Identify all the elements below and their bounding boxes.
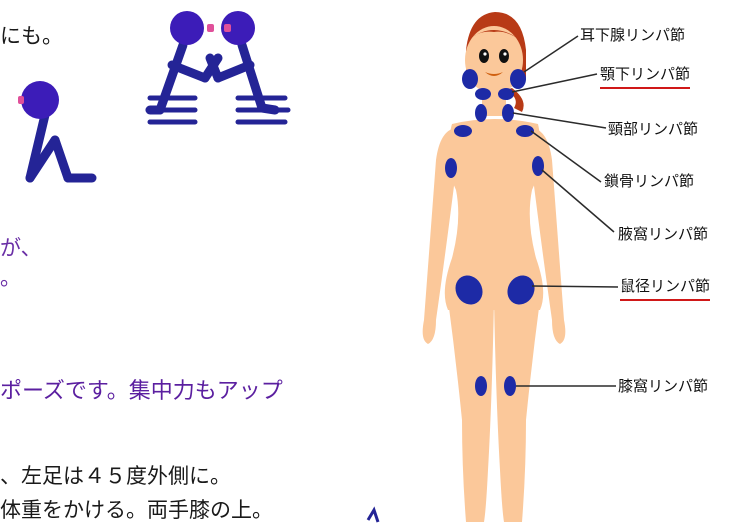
node-axillary-left: [445, 158, 457, 178]
node-popliteal-left: [475, 376, 487, 396]
label-inguinal-lymph-node: 鼠径リンパ節: [620, 275, 710, 301]
label-popliteal-lymph-node: 膝窩リンパ節: [618, 375, 708, 396]
label-parotid-lymph-node: 耳下腺リンパ節: [580, 24, 685, 45]
label-clavicle-lymph-node: 鎖骨リンパ節: [604, 170, 694, 191]
right-leg: [494, 300, 540, 522]
label-submandibular-lymph-node: 顎下リンパ節: [600, 63, 690, 89]
node-axillary-right: [532, 156, 544, 176]
node-popliteal-right: [504, 376, 516, 396]
node-submandibular-left: [475, 88, 491, 100]
node-submandibular-right: [498, 88, 514, 100]
node-clavicle-left: [454, 125, 472, 137]
node-parotid-right: [510, 69, 526, 89]
label-cervical-lymph-node: 頸部リンパ節: [608, 118, 698, 139]
node-parotid-left: [462, 69, 478, 89]
node-cervical-left: [475, 104, 487, 122]
node-cervical-right: [502, 104, 514, 122]
label-axillary-lymph-node: 腋窩リンパ節: [618, 223, 708, 244]
left-leg: [448, 300, 494, 522]
